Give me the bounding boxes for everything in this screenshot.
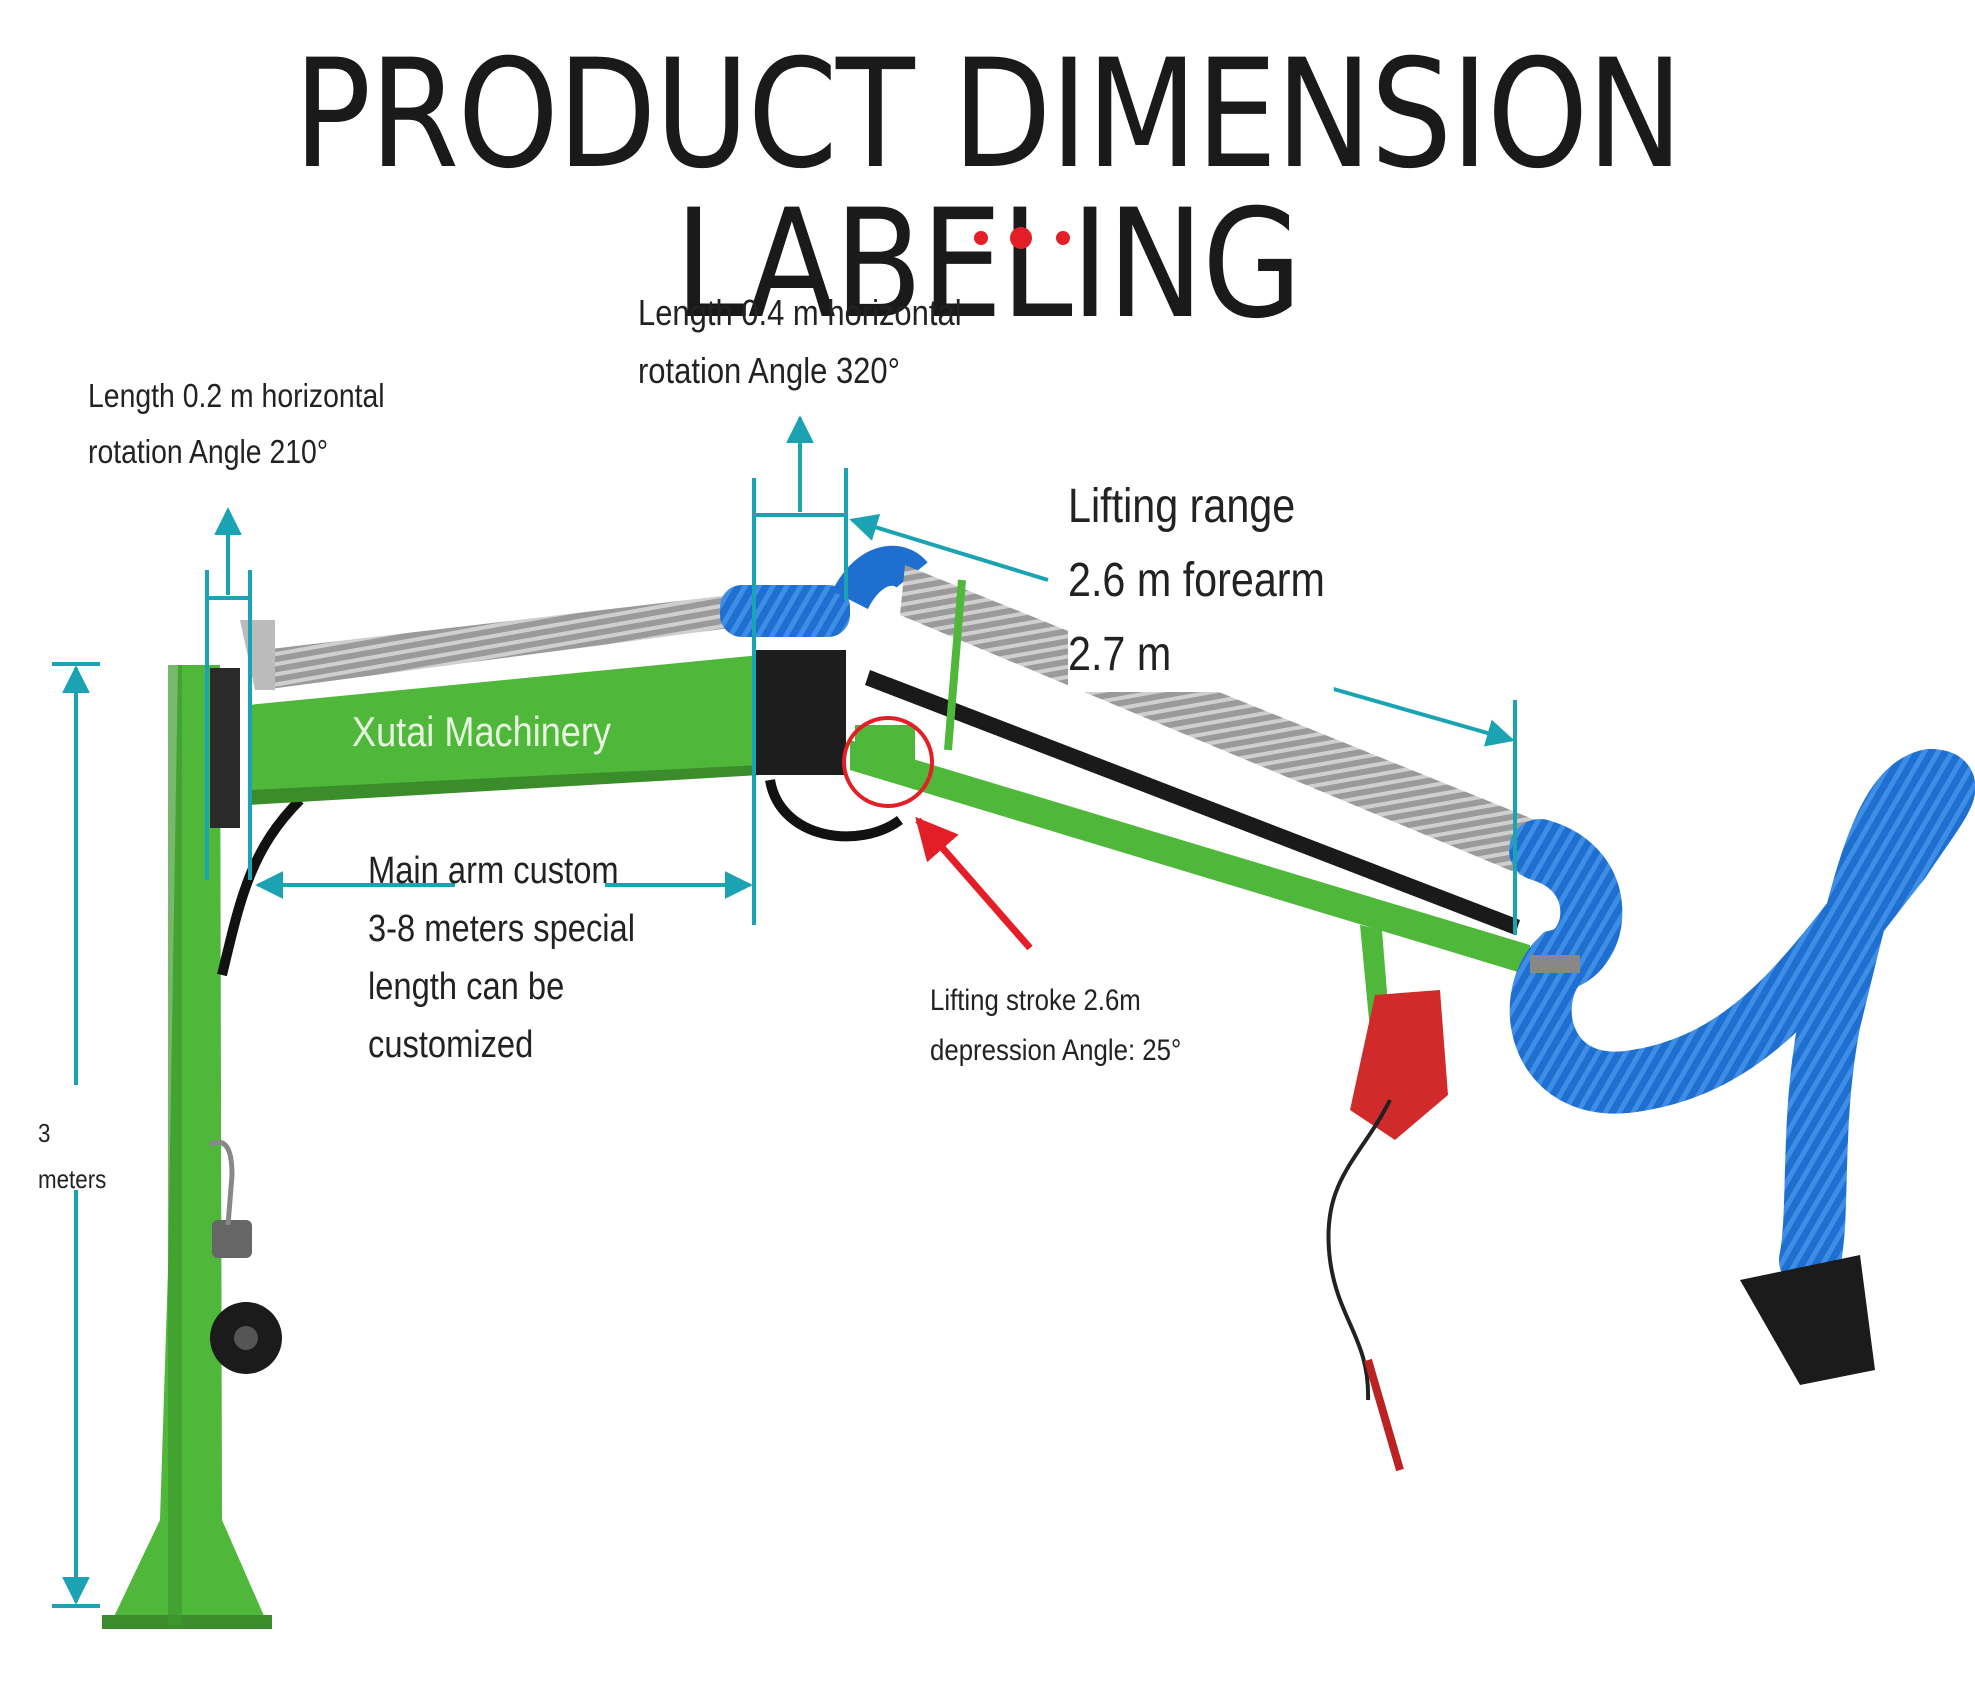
dimension-lines bbox=[52, 415, 1517, 1608]
duct-main bbox=[262, 595, 730, 690]
height-line-2: meters bbox=[38, 1164, 107, 1194]
brand-label: Xutai Machinery bbox=[352, 708, 611, 755]
column bbox=[102, 665, 304, 1629]
main-arm-line-3: length can be bbox=[368, 966, 565, 1008]
main-arm bbox=[210, 650, 903, 842]
dot-left bbox=[974, 231, 988, 245]
height-label: 3 meters bbox=[38, 1110, 106, 1202]
middle-joint-line-1: Length 0.4 m horizontal bbox=[638, 292, 962, 333]
forearm-bar bbox=[850, 740, 1530, 975]
joint-pointer-arrow bbox=[915, 816, 1033, 951]
title-divider-dots bbox=[960, 222, 1080, 252]
suction-hood bbox=[1740, 1255, 1875, 1385]
lifting-stroke-line-1: Lifting stroke 2.6m bbox=[930, 984, 1141, 1017]
duct-forearm bbox=[900, 565, 1560, 885]
main-arm-label: Main arm custom 3-8 meters special lengt… bbox=[368, 842, 635, 1074]
dot-right bbox=[1056, 231, 1070, 245]
reel-icon bbox=[212, 1220, 252, 1258]
hose-coupling-blue bbox=[720, 585, 850, 637]
main-arm-line-2: 3-8 meters special bbox=[368, 908, 636, 950]
small-joint-line-1: Length 0.2 m horizontal bbox=[88, 377, 385, 414]
small-joint-label: Length 0.2 m horizontal rotation Angle 2… bbox=[88, 368, 385, 480]
tool-holder bbox=[1326, 990, 1448, 1472]
lifting-range-line-2: 2.6 m forearm bbox=[1068, 554, 1325, 607]
main-arm-line-1: Main arm custom bbox=[368, 850, 619, 892]
lifting-range-line-1: Lifting range bbox=[1068, 480, 1296, 533]
middle-joint-line-2: rotation Angle 320° bbox=[638, 350, 900, 391]
lifting-stroke-label: Lifting stroke 2.6m depression Angle: 25… bbox=[930, 976, 1181, 1076]
small-joint-line-2: rotation Angle 210° bbox=[88, 433, 329, 470]
height-line-1: 3 bbox=[38, 1118, 51, 1148]
lifting-stroke-line-2: depression Angle: 25° bbox=[930, 1034, 1182, 1067]
page-title: PRODUCT DIMENSION LABELING bbox=[293, 28, 1683, 352]
lifting-range-line-3: 2.7 m bbox=[1068, 628, 1172, 681]
extraction-hose bbox=[1509, 748, 1975, 1291]
dot-center bbox=[1010, 227, 1032, 249]
middle-joint-label: Length 0.4 m horizontal rotation Angle 3… bbox=[638, 284, 962, 400]
main-arm-line-4: customized bbox=[368, 1024, 534, 1066]
lifting-range-label: Lifting range 2.6 m forearm 2.7 m bbox=[1068, 470, 1334, 692]
joint-highlight-circle bbox=[842, 716, 934, 808]
